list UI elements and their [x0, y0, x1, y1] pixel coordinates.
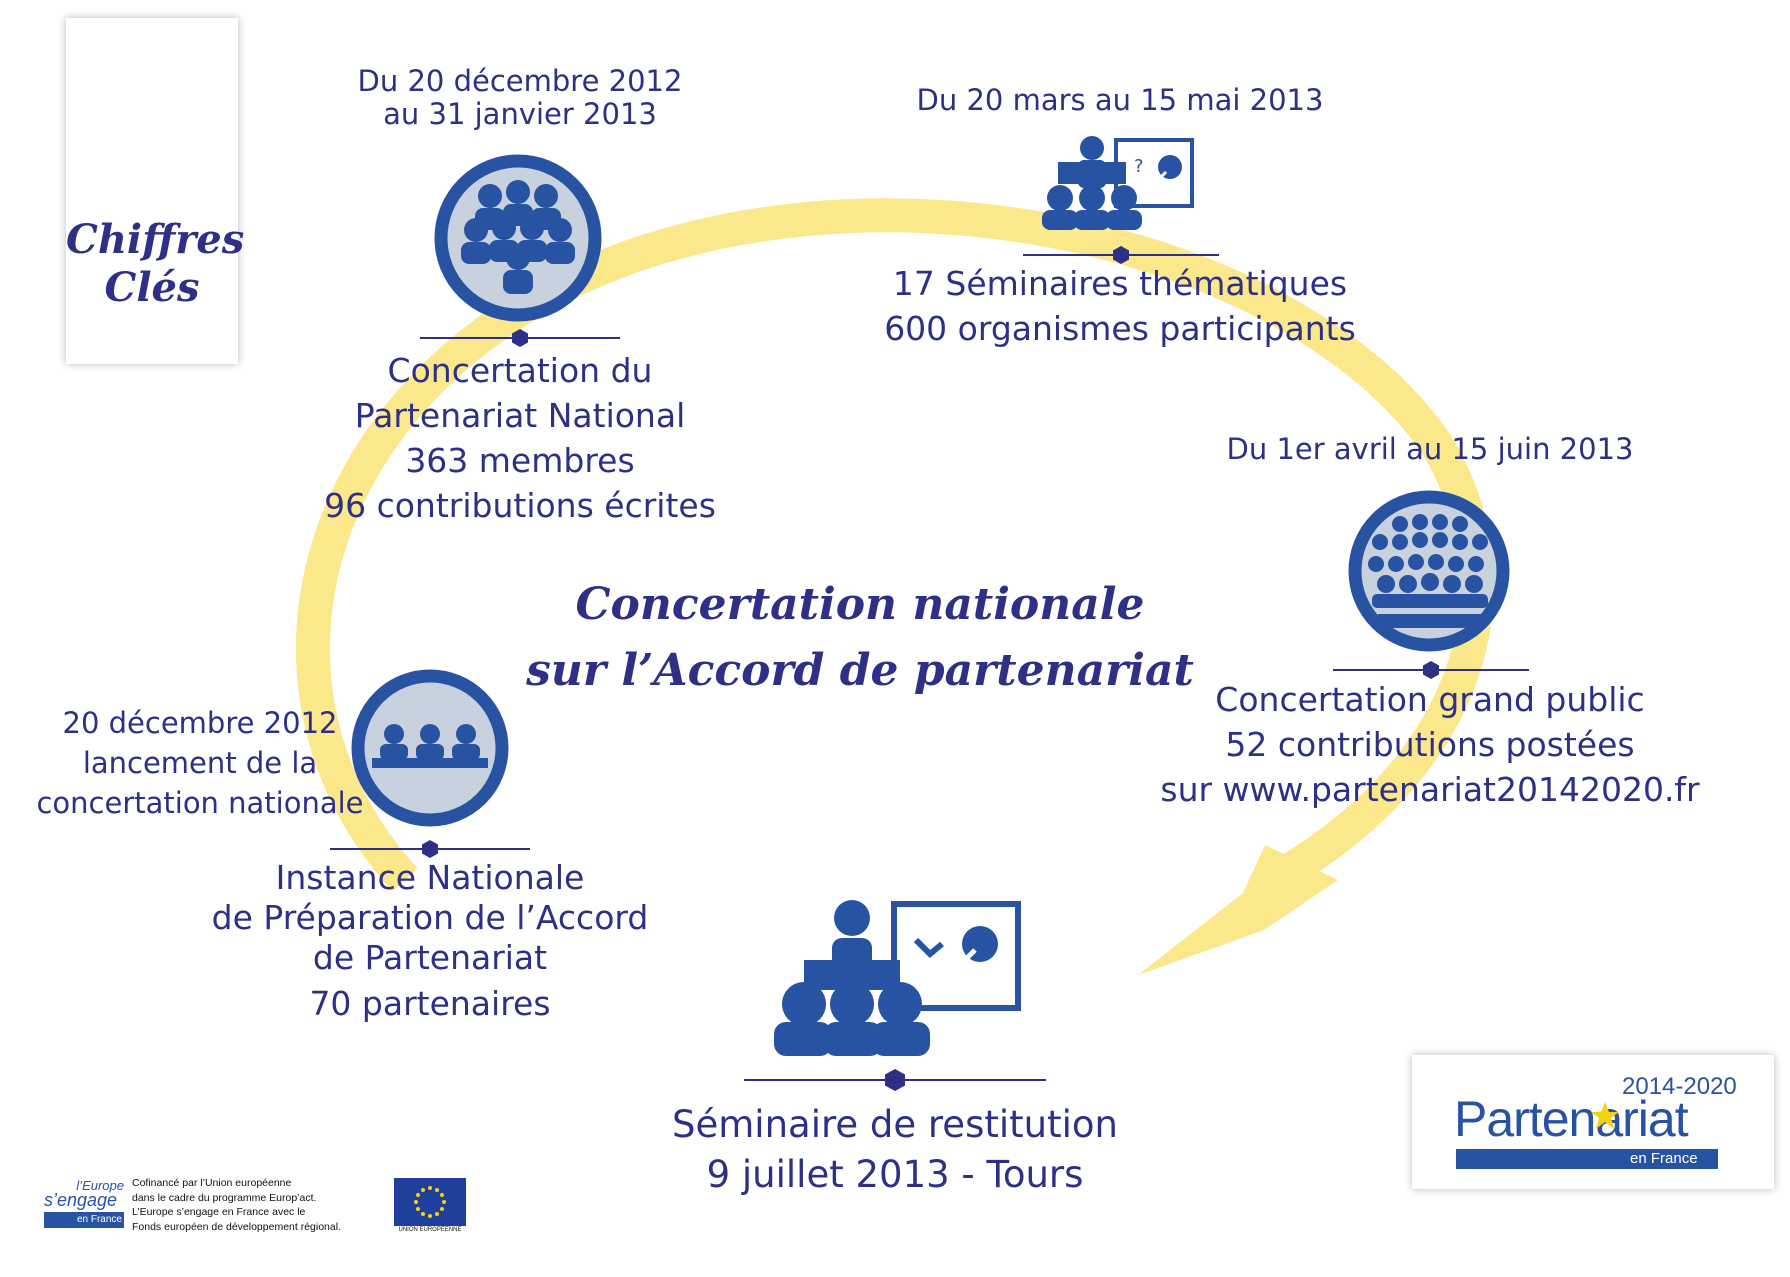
europe-logo-line3: en France — [76, 1214, 122, 1225]
logo-word: Partenariat — [1454, 1091, 1689, 1147]
europe-logo-band — [44, 1212, 124, 1228]
step0-stat1: 70 partenaires — [309, 984, 551, 1023]
step3-separator — [1333, 661, 1529, 679]
step4-text: Séminaire de restitution 9 juillet 2013 … — [640, 1100, 1150, 1200]
cofinance-text: Cofinancé par l’Union européenne dans le… — [132, 1176, 341, 1234]
main-title: Concertation nationale sur l’Accord de p… — [520, 572, 1200, 704]
cofinance-line4: Fonds européen de développement régional… — [132, 1220, 341, 1233]
step3-date: Du 1er avril au 15 juin 2013 — [1226, 432, 1634, 466]
partenariat-logo-card: 2014-2020 Partenariat en France — [1412, 1055, 1774, 1189]
step2-stat2: 600 organismes participants — [884, 309, 1356, 348]
step2-date: Du 20 mars au 15 mai 2013 — [916, 83, 1324, 117]
step0-date-line3: concertation nationale — [36, 786, 364, 820]
eu-flag-caption: UNION EUROPÉENNE — [398, 1227, 462, 1233]
logo-band — [1456, 1149, 1718, 1169]
panel-meeting-icon — [351, 669, 509, 827]
step1-date-line1: Du 20 décembre 2012 — [357, 64, 683, 98]
step4-title: Séminaire de restitution — [672, 1103, 1118, 1146]
svg-text:?: ? — [1134, 156, 1144, 177]
step3-text: Concertation grand public 52 contributio… — [1150, 677, 1710, 812]
europe-logo-line1: l’Europe — [76, 1178, 124, 1193]
step0-date-line1: 20 décembre 2012 — [62, 706, 338, 740]
step2-separator — [1023, 246, 1219, 264]
step1-separator — [420, 329, 620, 347]
group-meeting-icon — [434, 154, 602, 322]
eu-flag-icon — [394, 1178, 466, 1226]
step0-title-line1: Instance Nationale — [275, 858, 585, 897]
step1-dates: Du 20 décembre 2012 au 31 janvier 2013 — [320, 65, 720, 131]
step1-title-line2: Partenariat National — [354, 396, 686, 435]
logo-years: 2014-2020 — [1622, 1073, 1737, 1100]
step1-stat1: 363 membres — [405, 441, 635, 480]
main-title-line1: Concertation nationale — [575, 579, 1145, 630]
cycle-arrow-head — [1138, 845, 1338, 975]
step1-date-line2: au 31 janvier 2013 — [383, 97, 657, 131]
logo-subword: en France — [1630, 1150, 1698, 1167]
step2-text: 17 Séminaires thématiques 600 organismes… — [860, 261, 1380, 351]
star-icon — [1591, 1102, 1619, 1129]
step0-date-line2: lancement de la — [82, 746, 318, 780]
step1-stat2: 96 contributions écrites — [324, 486, 716, 525]
europe-engage-logo: l’Europe s’engage en France — [44, 1178, 124, 1230]
badge-line1: Chiffres — [66, 216, 245, 263]
restitution-presentation-icon — [774, 900, 1021, 1056]
step4-separator — [744, 1069, 1046, 1091]
key-figures-badge: Chiffres Clés — [66, 18, 245, 364]
badge-line2: Clés — [104, 264, 200, 311]
step3-stat2: sur www.partenariat20142020.fr — [1160, 770, 1700, 809]
main-title-line2: sur l’Accord de partenariat — [526, 645, 1194, 696]
cofinance-line3: L’Europe s’engage en France avec le — [132, 1206, 306, 1218]
step0-text: Instance Nationale de Préparation de l’A… — [200, 858, 660, 1024]
step3-title: Concertation grand public — [1215, 680, 1645, 719]
cofinance-line2: dans le cadre du programme Europ’act. — [132, 1191, 317, 1204]
step0-separator — [330, 840, 530, 858]
audience-crowd-icon — [1348, 490, 1510, 652]
step0-dates: 20 décembre 2012 lancement de la concert… — [30, 703, 370, 823]
europe-logo-line2: s’engage — [44, 1190, 118, 1210]
step0-title-line2: de Préparation de l’Accord — [211, 898, 649, 937]
step3-stat1: 52 contributions postées — [1225, 725, 1635, 764]
step1-title-line1: Concertation du — [387, 351, 653, 390]
step2-stat1: 17 Séminaires thématiques — [892, 264, 1348, 303]
step1-text: Concertation du Partenariat National 363… — [300, 348, 740, 528]
step0-title-line3: de Partenariat — [312, 938, 548, 977]
cofinance-line1: Cofinancé par l’Union européenne — [132, 1177, 292, 1189]
step4-subtitle: 9 juillet 2013 - Tours — [706, 1153, 1084, 1196]
seminar-presentation-icon: ? — [1042, 136, 1194, 230]
